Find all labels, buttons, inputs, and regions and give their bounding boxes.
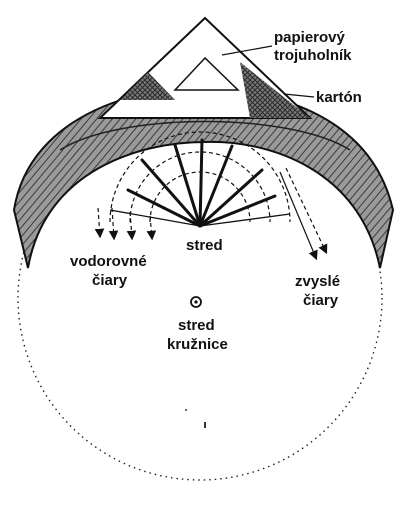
vertical-arrows <box>279 167 328 261</box>
speck <box>204 422 206 428</box>
label-center: stred <box>186 237 223 254</box>
circle-center-dot <box>194 300 198 304</box>
triangle-shadow-left <box>120 72 175 100</box>
dotted-circle <box>17 115 383 481</box>
cardboard-inner-edge <box>59 120 351 151</box>
leader-cardboard <box>283 93 315 98</box>
label-vertical-1: zvyslé <box>295 273 340 290</box>
label-vertical-2: čiary <box>303 292 339 309</box>
leader-paper-triangle <box>221 45 273 56</box>
center-rays <box>126 138 277 228</box>
center-rays-thin <box>109 209 291 227</box>
label-circle-center-2: kružnice <box>167 336 228 353</box>
label-paper-triangle-2: trojuholník <box>274 47 352 64</box>
horizontal-arrows <box>94 207 157 241</box>
label-circle-center-1: stred <box>178 317 215 334</box>
label-horizontal-1: vodorovné <box>70 253 147 270</box>
triangle-opening <box>173 56 240 91</box>
triangle-shadow-right <box>240 62 310 118</box>
speck <box>185 409 187 411</box>
label-horizontal-2: čiary <box>92 272 128 289</box>
label-cardboard: kartón <box>316 89 362 106</box>
label-paper-triangle-1: papierový <box>274 29 346 46</box>
